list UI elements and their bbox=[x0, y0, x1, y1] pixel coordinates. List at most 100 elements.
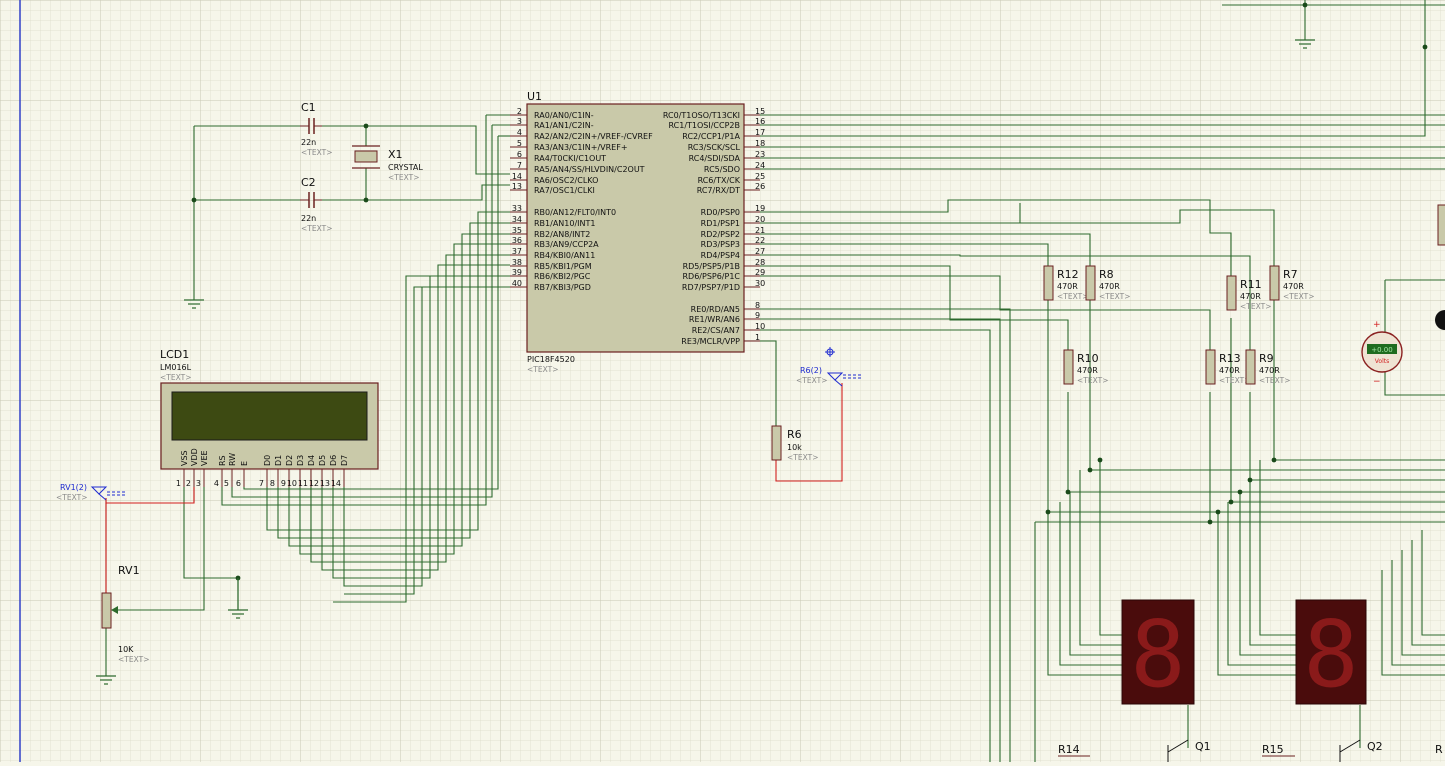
lcd-pin-name: E bbox=[240, 461, 249, 466]
r-edge-ref: R bbox=[1435, 743, 1443, 756]
lcd-pin-name: D0 bbox=[263, 455, 272, 466]
mcu-pin-name: RA7/OSC1/CLKI bbox=[534, 186, 595, 195]
capacitor-c2[interactable]: C2 22n <TEXT> bbox=[300, 176, 332, 233]
resistor-tag: <TEXT> bbox=[1240, 302, 1271, 311]
mcu-pin-number: 21 bbox=[755, 226, 765, 235]
wires bbox=[105, 0, 1445, 762]
mcu-pin-number: 13 bbox=[512, 182, 522, 191]
q2-ref: Q2 bbox=[1367, 740, 1383, 753]
mcu-pin-number: 29 bbox=[755, 268, 765, 277]
r6-probe-label: R6(2) bbox=[800, 366, 822, 375]
ground-icon bbox=[184, 299, 204, 309]
probe-wires bbox=[105, 383, 843, 593]
mcu-pin-name: RE2/CS/AN7 bbox=[692, 326, 740, 335]
lcd-pin-number: 7 bbox=[259, 479, 264, 488]
x1-tag: <TEXT> bbox=[388, 173, 419, 182]
capacitor-c1[interactable]: C1 22n <TEXT> bbox=[300, 101, 332, 157]
resistor-tag: <TEXT> bbox=[1077, 376, 1108, 385]
x1-ref: X1 bbox=[388, 148, 403, 161]
lcd-screen bbox=[171, 391, 368, 441]
mcu-pin-number: 27 bbox=[755, 247, 765, 256]
transistor-q2[interactable] bbox=[1339, 739, 1361, 762]
mcu-pin-number: 33 bbox=[512, 204, 522, 213]
resistor-tag: <TEXT> bbox=[1057, 292, 1088, 301]
lcd-pin-number: 9 bbox=[281, 479, 286, 488]
lcd-pin-number: 5 bbox=[224, 479, 229, 488]
resistor-value: 470R bbox=[1057, 282, 1078, 291]
resistor-r6[interactable]: R6 10k <TEXT> R6(2) <TEXT> bbox=[771, 347, 862, 462]
mcu-pin-number: 30 bbox=[755, 279, 765, 288]
transistor-q1[interactable] bbox=[1167, 739, 1189, 762]
r6-ref: R6 bbox=[787, 428, 802, 441]
q1-ref: Q1 bbox=[1195, 740, 1211, 753]
mcu-pin-number: 7 bbox=[517, 161, 522, 170]
mcu-pin-number: 26 bbox=[755, 182, 765, 191]
seven-seg-digit: 8 bbox=[1130, 601, 1185, 708]
lcd-pin-number: 8 bbox=[270, 479, 275, 488]
ground-icon bbox=[228, 578, 248, 619]
c1-value: 22n bbox=[301, 138, 316, 147]
resistor-value: 470R bbox=[1099, 282, 1120, 291]
mcu-pin-number: 18 bbox=[755, 139, 765, 148]
mcu-pin-number: 38 bbox=[512, 258, 522, 267]
mcu-part: PIC18F4520 bbox=[527, 355, 575, 364]
crystal-x1[interactable]: X1 CRYSTAL <TEXT> bbox=[352, 145, 423, 182]
probe-icon[interactable] bbox=[826, 372, 862, 387]
mcu-pin-number: 1 bbox=[755, 333, 760, 342]
lcd-pin-name: VDD bbox=[190, 448, 199, 466]
mcu-pin-name: RA2/AN2/C2IN+/VREF-/CVREF bbox=[534, 132, 653, 141]
rv1-tag: <TEXT> bbox=[118, 655, 149, 664]
mcu-text-tag: <TEXT> bbox=[527, 365, 558, 374]
mcu-pin-number: 8 bbox=[755, 301, 760, 310]
mcu-pin-name: RD1/PSP1 bbox=[701, 219, 740, 228]
resistor-ref: R10 bbox=[1077, 352, 1099, 365]
lcd-pin-name: D3 bbox=[296, 455, 305, 466]
mcu-pin-name: RC6/TX/CK bbox=[698, 176, 741, 185]
mcu-pin-name: RC0/T1OSO/T13CKI bbox=[663, 111, 740, 120]
mcu-pin-name: RD5/PSP5/P1B bbox=[683, 262, 740, 271]
mcu-pin-name: RD3/PSP3 bbox=[701, 240, 740, 249]
mcu-pin-name: RC4/SDI/SDA bbox=[689, 154, 741, 163]
lcd-pin-name: D2 bbox=[285, 455, 294, 466]
mcu-body[interactable] bbox=[526, 103, 745, 353]
mcu-pin-number: 5 bbox=[517, 139, 522, 148]
edge-component bbox=[1437, 204, 1445, 246]
mcu-pin-number: 19 bbox=[755, 204, 765, 213]
resistor-ref: R8 bbox=[1099, 268, 1114, 281]
x1-value: CRYSTAL bbox=[388, 163, 423, 172]
probe-icon[interactable] bbox=[90, 486, 127, 501]
lcd-pin-name: D4 bbox=[307, 455, 316, 466]
mcu-pin-number: 40 bbox=[512, 279, 522, 288]
mcu-pin-number: 22 bbox=[755, 236, 765, 245]
mcu-pin-name: RB1/AN10/INT1 bbox=[534, 219, 595, 228]
r6-probe-tag: <TEXT> bbox=[796, 376, 827, 385]
mcu-pin-number: 17 bbox=[755, 128, 765, 137]
rv1-ref: RV1 bbox=[118, 564, 140, 577]
mcu-pin-number: 15 bbox=[755, 107, 765, 116]
lcd-pin-number: 2 bbox=[186, 479, 191, 488]
mcu-pin-number: 28 bbox=[755, 258, 765, 267]
mcu-pin-number: 35 bbox=[512, 226, 522, 235]
mcu-pin-number: 34 bbox=[512, 215, 522, 224]
mcu-pin-number: 4 bbox=[517, 128, 522, 137]
lcd-lm016l[interactable]: VSS1VDD2VEE3RS4RW5E6D07D18D29D310D411D51… bbox=[160, 348, 379, 488]
seven-seg-display-1[interactable]: 8 bbox=[1121, 599, 1195, 708]
c1-tag: <TEXT> bbox=[301, 148, 332, 157]
resistor-value: 470R bbox=[1219, 366, 1240, 375]
crosshair-icon bbox=[825, 347, 835, 357]
voltmeter[interactable]: +0.00 Volts + − bbox=[1361, 320, 1403, 387]
lcd-pin-number: 14 bbox=[331, 479, 341, 488]
seven-seg-display-2[interactable]: 8 bbox=[1295, 599, 1367, 708]
resistor-value: 470R bbox=[1240, 292, 1261, 301]
resistor-ref: R7 bbox=[1283, 268, 1298, 281]
potentiometer-rv1[interactable]: RV1 10K <TEXT> RV1(2) <TEXT> bbox=[56, 483, 204, 664]
